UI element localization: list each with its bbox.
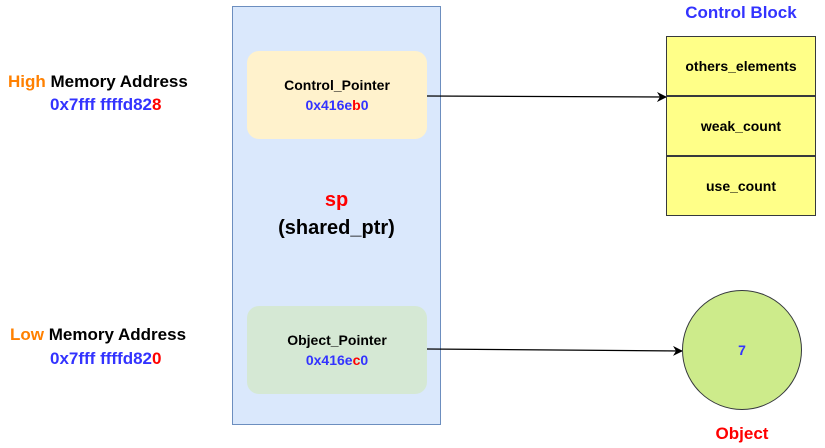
control-pointer-label: Control_Pointer bbox=[284, 77, 390, 93]
high-address-last-digit: 8 bbox=[152, 95, 162, 114]
object-value: 7 bbox=[738, 342, 746, 358]
control-pointer-box: Control_Pointer 0x416eb0 bbox=[247, 51, 427, 139]
object-pointer-address-highlight: c bbox=[352, 352, 361, 368]
low-word: Low bbox=[10, 325, 44, 344]
high-address-main: 0x7fff ffffd82 bbox=[50, 95, 153, 114]
object-pointer-arrow bbox=[426, 345, 683, 356]
control-pointer-address-main: 0x416e bbox=[305, 97, 353, 113]
control-block-cell-use-count: use_count bbox=[666, 156, 816, 216]
object-pointer-box: Object_Pointer 0x416ec0 bbox=[247, 306, 427, 394]
high-memory-address-value: 0x7fff ffffd828 bbox=[50, 95, 161, 115]
control-pointer-address-tail: 0 bbox=[360, 97, 369, 113]
low-address-main: 0x7fff ffffd82 bbox=[50, 349, 153, 368]
object-pointer-address-main: 0x416e bbox=[305, 352, 353, 368]
high-memory-address-label: High Memory Address bbox=[8, 72, 188, 92]
control-block-cell-others-elements: others_elements bbox=[666, 36, 816, 96]
low-address-last-digit: 0 bbox=[152, 349, 162, 368]
object-pointer-address: 0x416ec0 bbox=[306, 352, 368, 368]
control-pointer-address-highlight: b bbox=[352, 97, 361, 113]
low-memory-address-text: Memory Address bbox=[44, 325, 187, 344]
object-pointer-address-tail: 0 bbox=[360, 352, 369, 368]
object-pointer-label: Object_Pointer bbox=[287, 332, 387, 348]
shared-ptr-name: sp bbox=[324, 189, 349, 211]
object-label: Object bbox=[715, 424, 769, 443]
control-pointer-address: 0x416eb0 bbox=[305, 97, 368, 113]
low-memory-address-value: 0x7fff ffffd820 bbox=[50, 349, 161, 369]
low-memory-address-label: Low Memory Address bbox=[10, 325, 186, 345]
control-block-cell-weak-count: weak_count bbox=[666, 96, 816, 156]
control-pointer-arrow bbox=[426, 91, 667, 102]
high-word: High bbox=[8, 72, 46, 91]
shared-ptr-type: (shared_ptr) bbox=[278, 217, 395, 239]
high-memory-address-text: Memory Address bbox=[45, 72, 188, 91]
control-block-title: Control Block bbox=[685, 3, 797, 22]
object-circle: 7 bbox=[682, 290, 802, 410]
